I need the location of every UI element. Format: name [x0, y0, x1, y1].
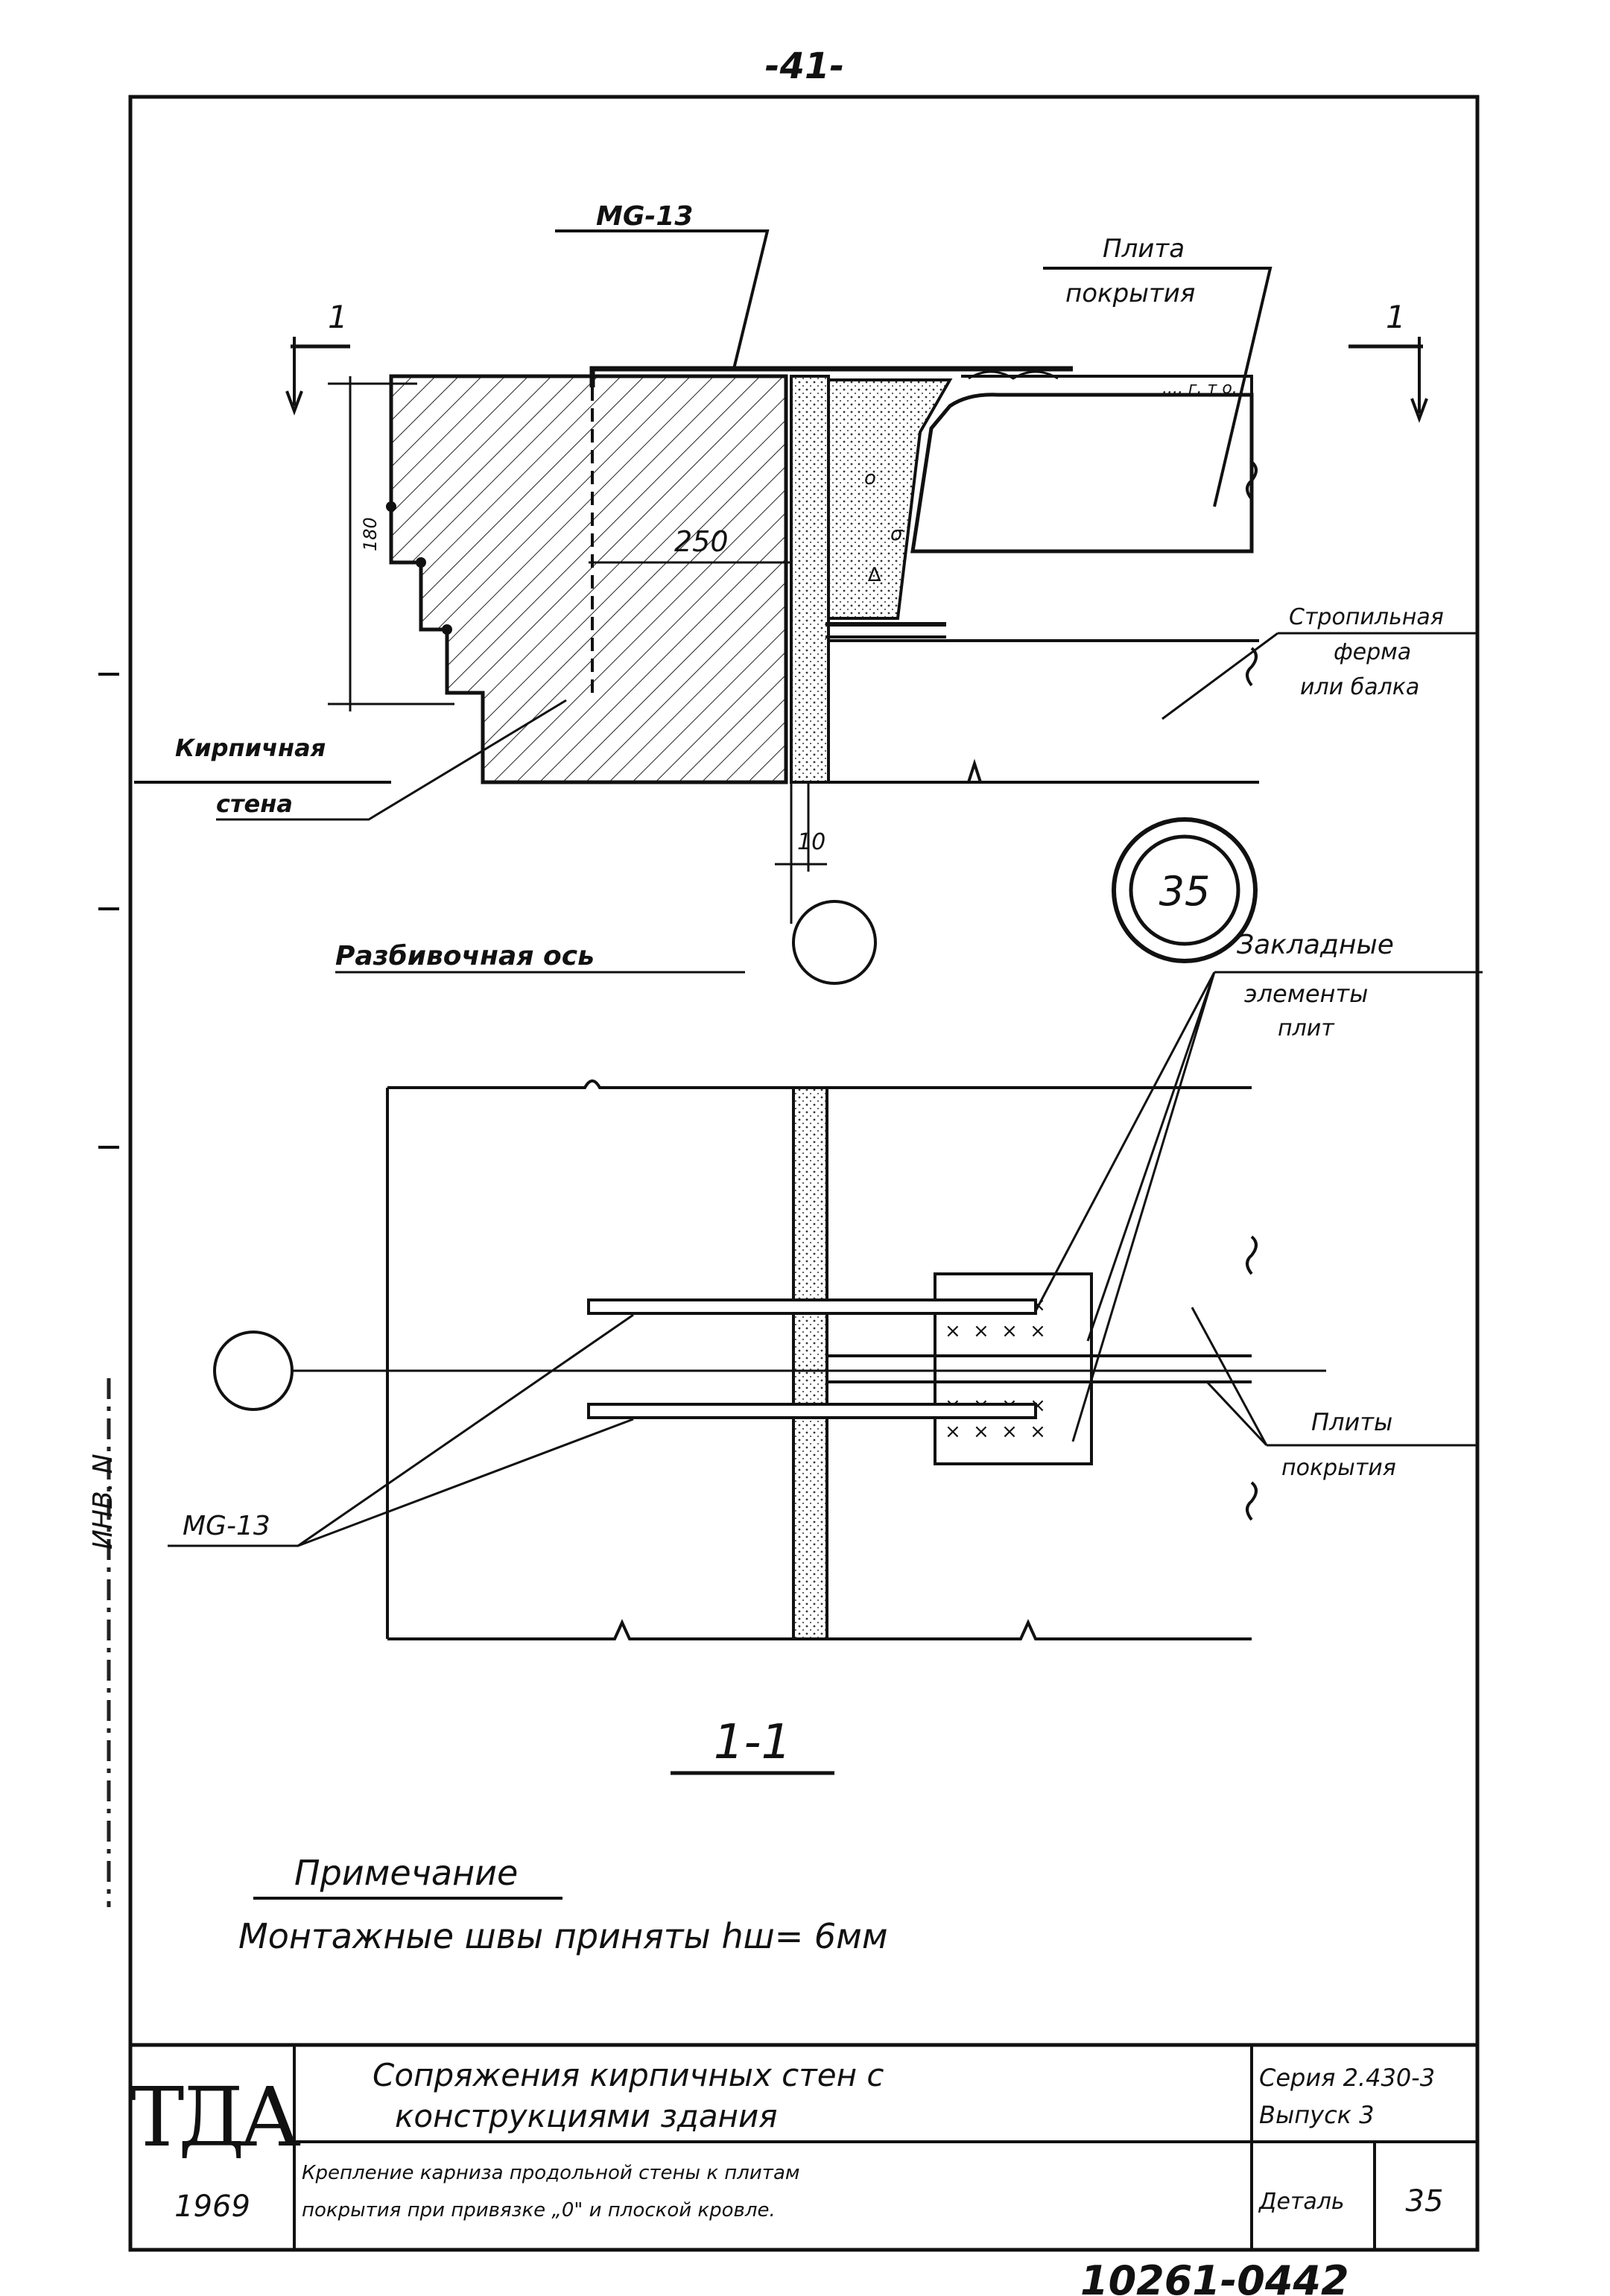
- truss-label-3: или балка: [1300, 674, 1419, 700]
- section-mark-left-number: 1: [328, 299, 348, 335]
- detail-callout-number: 35: [1159, 868, 1211, 915]
- slabs-label-1: Плиты: [1311, 1408, 1392, 1436]
- dim-height-text: 180: [360, 517, 381, 551]
- series-line-2: Выпуск 3: [1259, 2101, 1375, 2129]
- joint-gap: [790, 375, 830, 784]
- roof-slab: [910, 393, 1254, 554]
- mg13-label-top: МG-13: [596, 201, 693, 232]
- mg13-label-section: МG-13: [183, 1511, 270, 1541]
- dim-10-text: 10: [797, 829, 825, 855]
- cornice-detail: o σ ∆ .... г. т о. МG-13 Плита покрытия: [134, 201, 1479, 985]
- anchor-bar-upper: [587, 1298, 1037, 1315]
- section-1-1: × × × × × × × × × × × × × × × × Закладны…: [168, 930, 1483, 1775]
- svg-text:× × × ×: × × × ×: [945, 1421, 1049, 1443]
- embedded-label-2: элементы: [1244, 980, 1368, 1008]
- concrete-fill: [827, 378, 953, 620]
- logo: ТДА: [130, 2070, 301, 2165]
- dim-height: 180: [328, 376, 454, 711]
- title-block: ТДА 1969 Сопряжения кирпичных стен с кон…: [128, 2043, 1480, 2252]
- title-line-1: Сопряжения кирпичных стен с: [373, 2057, 884, 2093]
- desc-line-1: Крепление карниза продольной стены к пли…: [302, 2162, 800, 2184]
- dim-10: 10: [775, 782, 827, 924]
- section-mark-right: 1: [1348, 299, 1428, 423]
- svg-text:× × × ×: × × × ×: [945, 1320, 1049, 1342]
- series-line-1: Серия 2.430-3: [1259, 2064, 1435, 2092]
- wall-label-1: Кирпичная: [175, 734, 326, 762]
- axis-label: Разбивочная ось: [335, 941, 595, 971]
- truss-label-1: Стропильная: [1289, 604, 1444, 630]
- wall-label-2: стена: [216, 790, 293, 818]
- detail-callout-outer: [1112, 817, 1258, 963]
- embedded-plate: [934, 1272, 1093, 1465]
- dim-250: 250: [589, 525, 791, 564]
- note-heading: Примечание: [294, 1853, 518, 1893]
- anchor-bar-mg13: [589, 366, 1073, 387]
- year: 1969: [174, 2189, 250, 2224]
- svg-text:.... г. т о.: .... г. т о.: [1162, 379, 1237, 398]
- detail-label: Деталь: [1258, 2189, 1345, 2215]
- desc-line-2: покрытия при привязке „0" и плоской кров…: [302, 2199, 776, 2222]
- margin-stamp-text: ИНВ. N: [88, 1453, 118, 1550]
- section-mark-right-number: 1: [1386, 299, 1406, 335]
- section-title: 1-1: [714, 1715, 792, 1770]
- detail-callout-inner: [1129, 834, 1240, 946]
- anchor-bar-lower: [587, 1403, 1037, 1419]
- embedded-label-1: Закладные: [1237, 930, 1394, 960]
- axis-bubble-top: [792, 900, 877, 985]
- page-number: -41-: [765, 45, 845, 87]
- truss-label-2: ферма: [1334, 639, 1411, 665]
- slabs-label-2: покрытия: [1281, 1455, 1396, 1481]
- brick-wall: [389, 374, 788, 784]
- svg-text:o: o: [864, 467, 876, 489]
- embedded-label-3: плит: [1278, 1015, 1335, 1041]
- margin-stamp: ИНВ. N: [88, 673, 119, 1907]
- slab-label-2: покрытия: [1065, 279, 1195, 308]
- axis-bubble-section: [213, 1331, 294, 1411]
- section-joint-strip: [792, 1086, 828, 1640]
- title-line-2: конструкциями здания: [395, 2098, 778, 2134]
- section-mark-left: 1: [285, 299, 350, 416]
- detail-value: 35: [1406, 2184, 1444, 2219]
- svg-text:σ: σ: [890, 523, 904, 545]
- dim-250-text: 250: [674, 525, 729, 558]
- note-text: Монтажные швы приняты hш= 6мм: [238, 1916, 888, 1956]
- slab-label-1: Плита: [1103, 234, 1185, 264]
- stamp-number: 10261-0442: [1080, 2257, 1349, 2296]
- svg-text:∆: ∆: [867, 564, 881, 586]
- note-block: Примечание Монтажные швы приняты hш= 6мм: [238, 1853, 888, 1956]
